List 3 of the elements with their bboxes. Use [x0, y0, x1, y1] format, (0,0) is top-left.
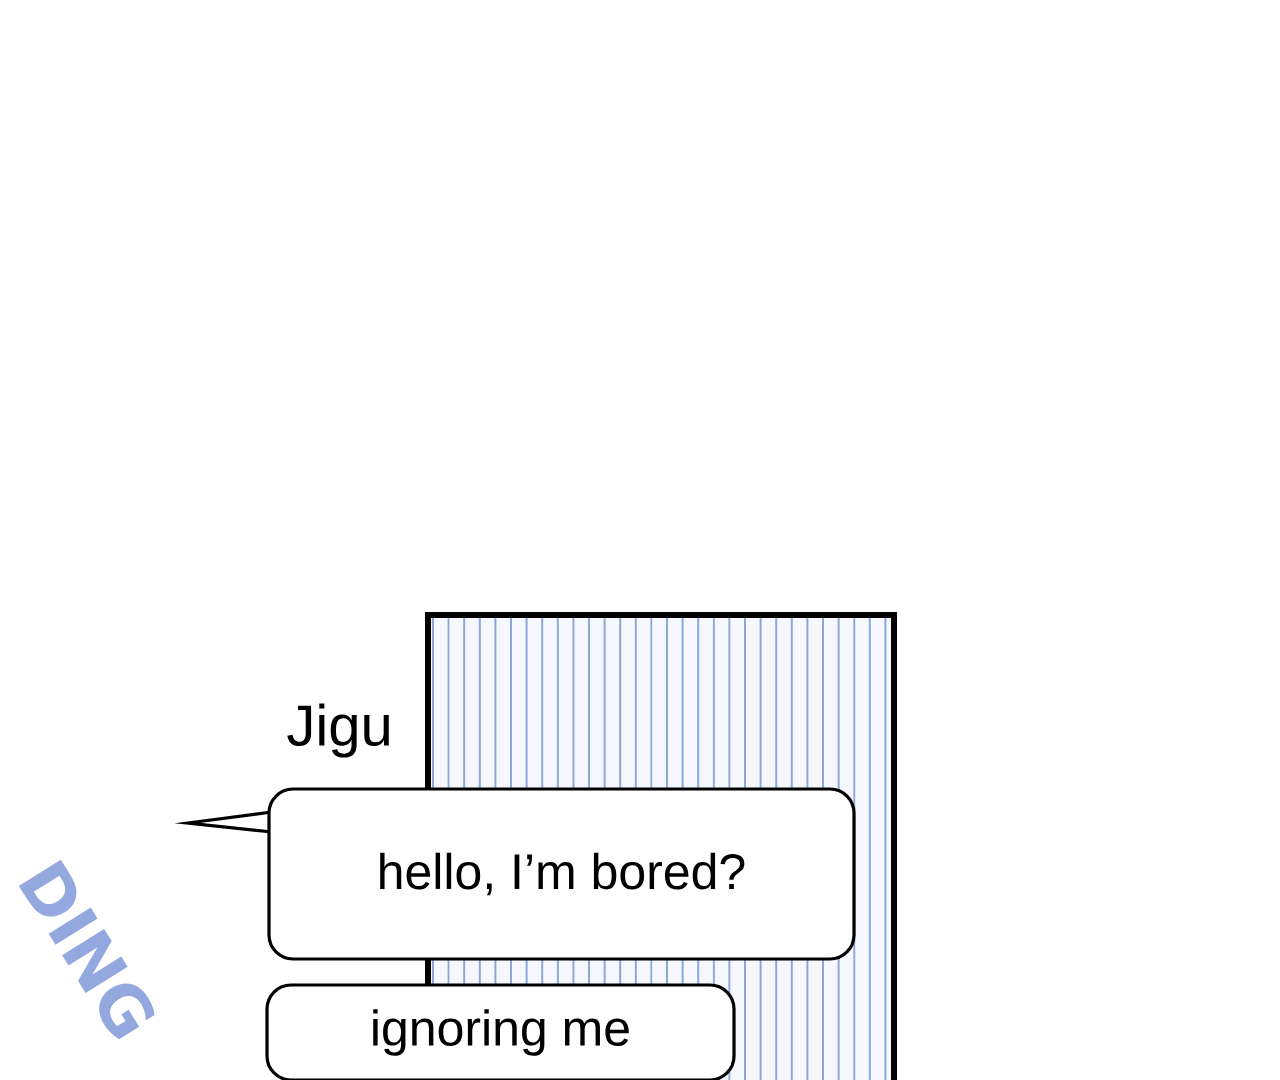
speaker-name: Jigu	[287, 703, 389, 758]
speech-bubble: ignoring me	[265, 983, 736, 1080]
speech-bubble: hello, I’m bored?	[174, 787, 856, 961]
